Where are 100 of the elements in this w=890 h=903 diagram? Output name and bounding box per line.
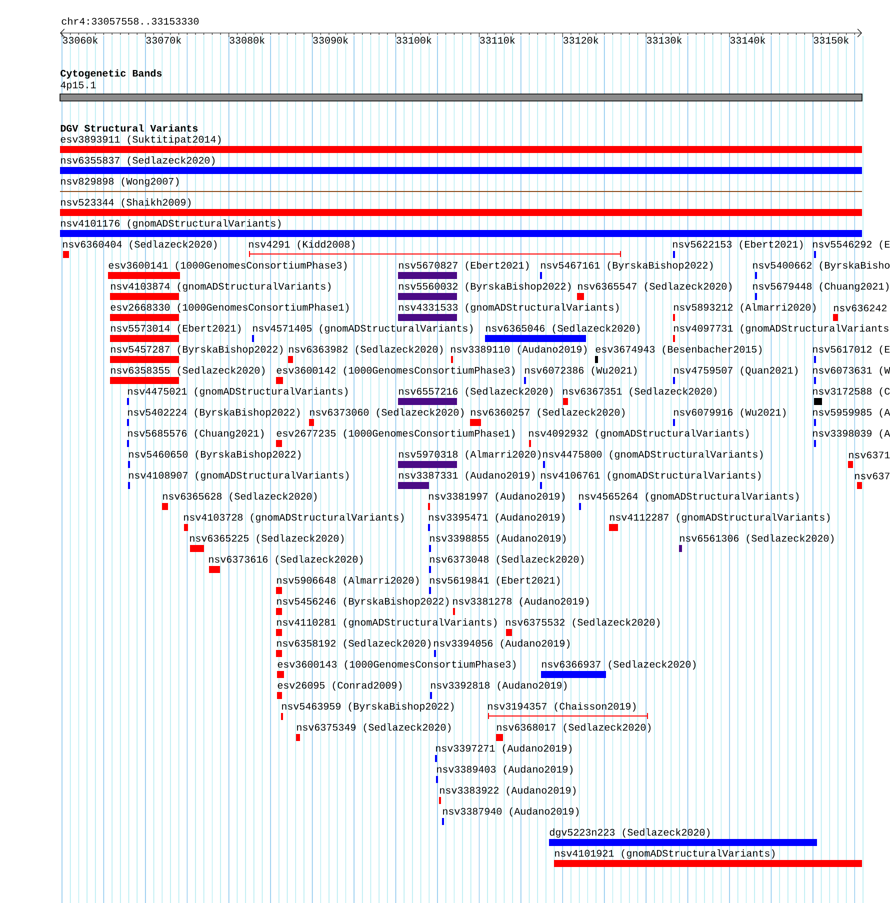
- feature-label: nsv4092932 (gnomADStructuralVariants): [529, 429, 749, 439]
- feature-label: nsv3394056 (Audano2019): [434, 639, 570, 649]
- feature-label: nsv3398039 (A: [813, 429, 890, 439]
- feature-label: nsv5560032 (ByrskaBishop2022): [399, 282, 571, 292]
- feature-label: nsv4101176 (gnomADStructuralVariants): [61, 219, 281, 229]
- feature-label: nsv6365046 (Sedlazeck2020): [486, 324, 640, 334]
- feature-label: nsv6072386 (Wu2021): [525, 366, 637, 376]
- feature-label: nsv3389110 (Audano2019): [451, 345, 587, 355]
- feature-label: nsv5456246 (ByrskaBishop2022): [277, 597, 449, 607]
- feature-label: nsv5622153 (Ebert2021): [673, 240, 803, 250]
- feature-label: nsv4108907 (gnomADStructuralVariants): [129, 471, 349, 481]
- feature-label: nsv4110281 (gnomADStructuralVariants): [277, 618, 497, 628]
- feature-label: nsv6365225 (Sedlazeck2020): [190, 534, 344, 544]
- feature-label: nsv3381278 (Audano2019): [453, 597, 589, 607]
- feature-label: nsv6375349 (Sedlazeck2020): [297, 723, 451, 733]
- feature-label: nsv5959985 (A: [813, 408, 890, 418]
- feature-label: nsv6079916 (Wu2021): [674, 408, 786, 418]
- track-title: DGV Structural Variants: [60, 124, 198, 132]
- feature-label: nsv4103874 (gnomADStructuralVariants): [111, 282, 331, 292]
- feature-label: nsv6373048 (Sedlazeck2020): [430, 555, 584, 565]
- feature-label: nsv5467161 (ByrskaBishop2022): [541, 261, 713, 271]
- feature-label: nsv6375532 (Sedlazeck2020): [506, 618, 660, 628]
- feature-label: nsv3381997 (Audano2019): [429, 492, 565, 502]
- feature-label: nsv6366937 (Sedlazeck2020): [542, 660, 696, 670]
- feature-label: nsv3398855 (Audano2019): [430, 534, 566, 544]
- feature-label: nsv5400662 (ByrskaBisho: [753, 261, 890, 271]
- feature-label: nsv5970318 (Almarri2020): [399, 450, 541, 460]
- feature-label: nsv3194357 (Chaisson2019): [488, 702, 636, 712]
- feature-label: nsv4291 (Kidd2008): [249, 240, 355, 250]
- feature-label: esv2668330 (1000GenomesConsortiumPhase1): [110, 303, 349, 313]
- feature-label: nsv6371: [849, 452, 890, 458]
- feature-label: nsv3395471 (Audano2019): [429, 513, 565, 523]
- feature-label: nsv5573014 (Ebert2021): [111, 324, 241, 334]
- feature-label: nsv5402224 (ByrskaBishop2022): [128, 408, 300, 418]
- tick-label: 33100k: [396, 36, 432, 44]
- feature-label: esv3893911 (Suktitipat2014): [60, 135, 221, 145]
- track-title: Cytogenetic Bands: [60, 69, 162, 79]
- feature-label: nsv6557216 (Sedlazeck2020): [399, 387, 553, 397]
- feature-label: nsv4565264 (gnomADStructuralVariants): [579, 492, 799, 502]
- feature-label: nsv6365547 (Sedlazeck2020): [578, 282, 732, 292]
- feature-label: esv3600142 (1000GenomesConsortiumPhase3): [276, 366, 515, 376]
- feature-label: nsv4475800 (gnomADStructuralVariants): [543, 450, 763, 460]
- feature-label: nsv6365628 (Sedlazeck2020): [163, 492, 317, 502]
- feature-label: nsv3389403 (Audano2019): [437, 765, 573, 775]
- feature-label: nsv6367351 (Sedlazeck2020): [563, 387, 717, 397]
- feature-label: nsv6355837 (Sedlazeck2020): [61, 156, 215, 166]
- feature-label: nsv5619841 (Ebert2021): [430, 576, 560, 586]
- feature-label: nsv6358192 (Sedlazeck2020): [277, 639, 431, 649]
- feature-label: nsv4101921 (gnomADStructuralVariants): [555, 849, 775, 859]
- tick-label: 33130k: [646, 36, 682, 44]
- feature-label: nsv4106761 (gnomADStructuralVariants): [541, 471, 761, 481]
- feature-label: nsv6373060 (Sedlazeck2020): [310, 408, 464, 418]
- feature-label: nsv3397271 (Audano2019): [436, 744, 572, 754]
- feature-label: nsv5460650 (ByrskaBishop2022): [129, 450, 301, 460]
- feature-label: nsv6561306 (Sedlazeck2020): [680, 534, 834, 544]
- feature-label: nsv3387331 (Audano2019): [399, 471, 535, 481]
- feature-label: nsv4331533 (gnomADStructuralVariants): [399, 303, 619, 313]
- feature-label: nsv3172588 (C: [813, 387, 890, 397]
- feature-label: esv3600143 (1000GenomesConsortiumPhase3): [278, 660, 516, 670]
- feature-label: nsv4112287 (gnomADStructuralVariants): [610, 513, 830, 523]
- feature-label: nsv5685576 (Chuang2021): [128, 429, 264, 439]
- feature-label: nsv6073631 (W: [813, 366, 890, 376]
- tick-label: 33120k: [563, 36, 598, 44]
- feature-label: nsv4759507 (Quan2021): [674, 366, 798, 376]
- feature-label: nsv5679448 (Chuang2021): [753, 282, 889, 292]
- feature-label: dgv5223n223 (Sedlazeck2020): [550, 828, 710, 838]
- feature-label: nsv5906648 (Almarri2020): [277, 576, 419, 586]
- feature-label: esv3674943 (Besenbacher2015): [596, 345, 762, 355]
- feature-label: nsv6368017 (Sedlazeck2020): [497, 723, 651, 733]
- tick-label: 33090k: [313, 36, 348, 44]
- feature-label: nsv4103728 (gnomADStructuralVariants): [184, 513, 404, 523]
- feature-label: nsv6358355 (Sedlazeck2020): [111, 366, 265, 376]
- feature-label: esv3600141 (1000GenomesConsortiumPhase3): [108, 261, 347, 271]
- feature-label: nsv4571405 (gnomADStructuralVariants): [253, 324, 473, 334]
- locus-label: chr4:33057558..33153330: [62, 17, 199, 25]
- feature-label: nsv5546292 (E: [813, 240, 890, 250]
- feature-label: nsv829898 (Wong2007): [61, 177, 179, 187]
- feature-label: nsv6373616 (Sedlazeck2020): [209, 555, 363, 565]
- feature-label: nsv4097731 (gnomADStructuralVariants: [674, 324, 888, 334]
- feature-label: nsv3392818 (Audano2019): [431, 681, 567, 691]
- tick-label: 33150k: [814, 36, 849, 44]
- feature-label: nsv3383922 (Audano2019): [440, 786, 576, 796]
- tick-label: 33060k: [62, 36, 98, 44]
- feature-label: nsv5617012 (E: [813, 345, 890, 355]
- band-label: 4p15.1: [60, 82, 96, 90]
- feature-label: nsv6363982 (Sedlazeck2020): [289, 345, 443, 355]
- feature-label: nsv6360257 (Sedlazeck2020): [471, 408, 625, 418]
- feature-label: nsv5463959 (ByrskaBishop2022): [282, 702, 454, 712]
- feature-label: nsv637: [855, 472, 890, 480]
- feature-label: nsv5670827 (Ebert2021): [399, 261, 529, 271]
- feature-label: esv2677235 (1000GenomesConsortiumPhase1): [276, 429, 515, 439]
- feature-label: nsv6360404 (Sedlazeck2020): [63, 240, 217, 250]
- tick-label: 33070k: [146, 36, 182, 44]
- feature-label: nsv636242: [834, 304, 886, 312]
- tick-label: 33140k: [730, 36, 766, 44]
- feature-label: nsv3387940 (Audano2019): [443, 807, 579, 817]
- feature-label: nsv5893212 (Almarri2020): [674, 303, 816, 313]
- feature-label: nsv523344 (Shaikh2009): [61, 198, 191, 208]
- feature-label: nsv4475021 (gnomADStructuralVariants): [128, 387, 348, 397]
- feature-label: esv26095 (Conrad2009): [278, 681, 402, 691]
